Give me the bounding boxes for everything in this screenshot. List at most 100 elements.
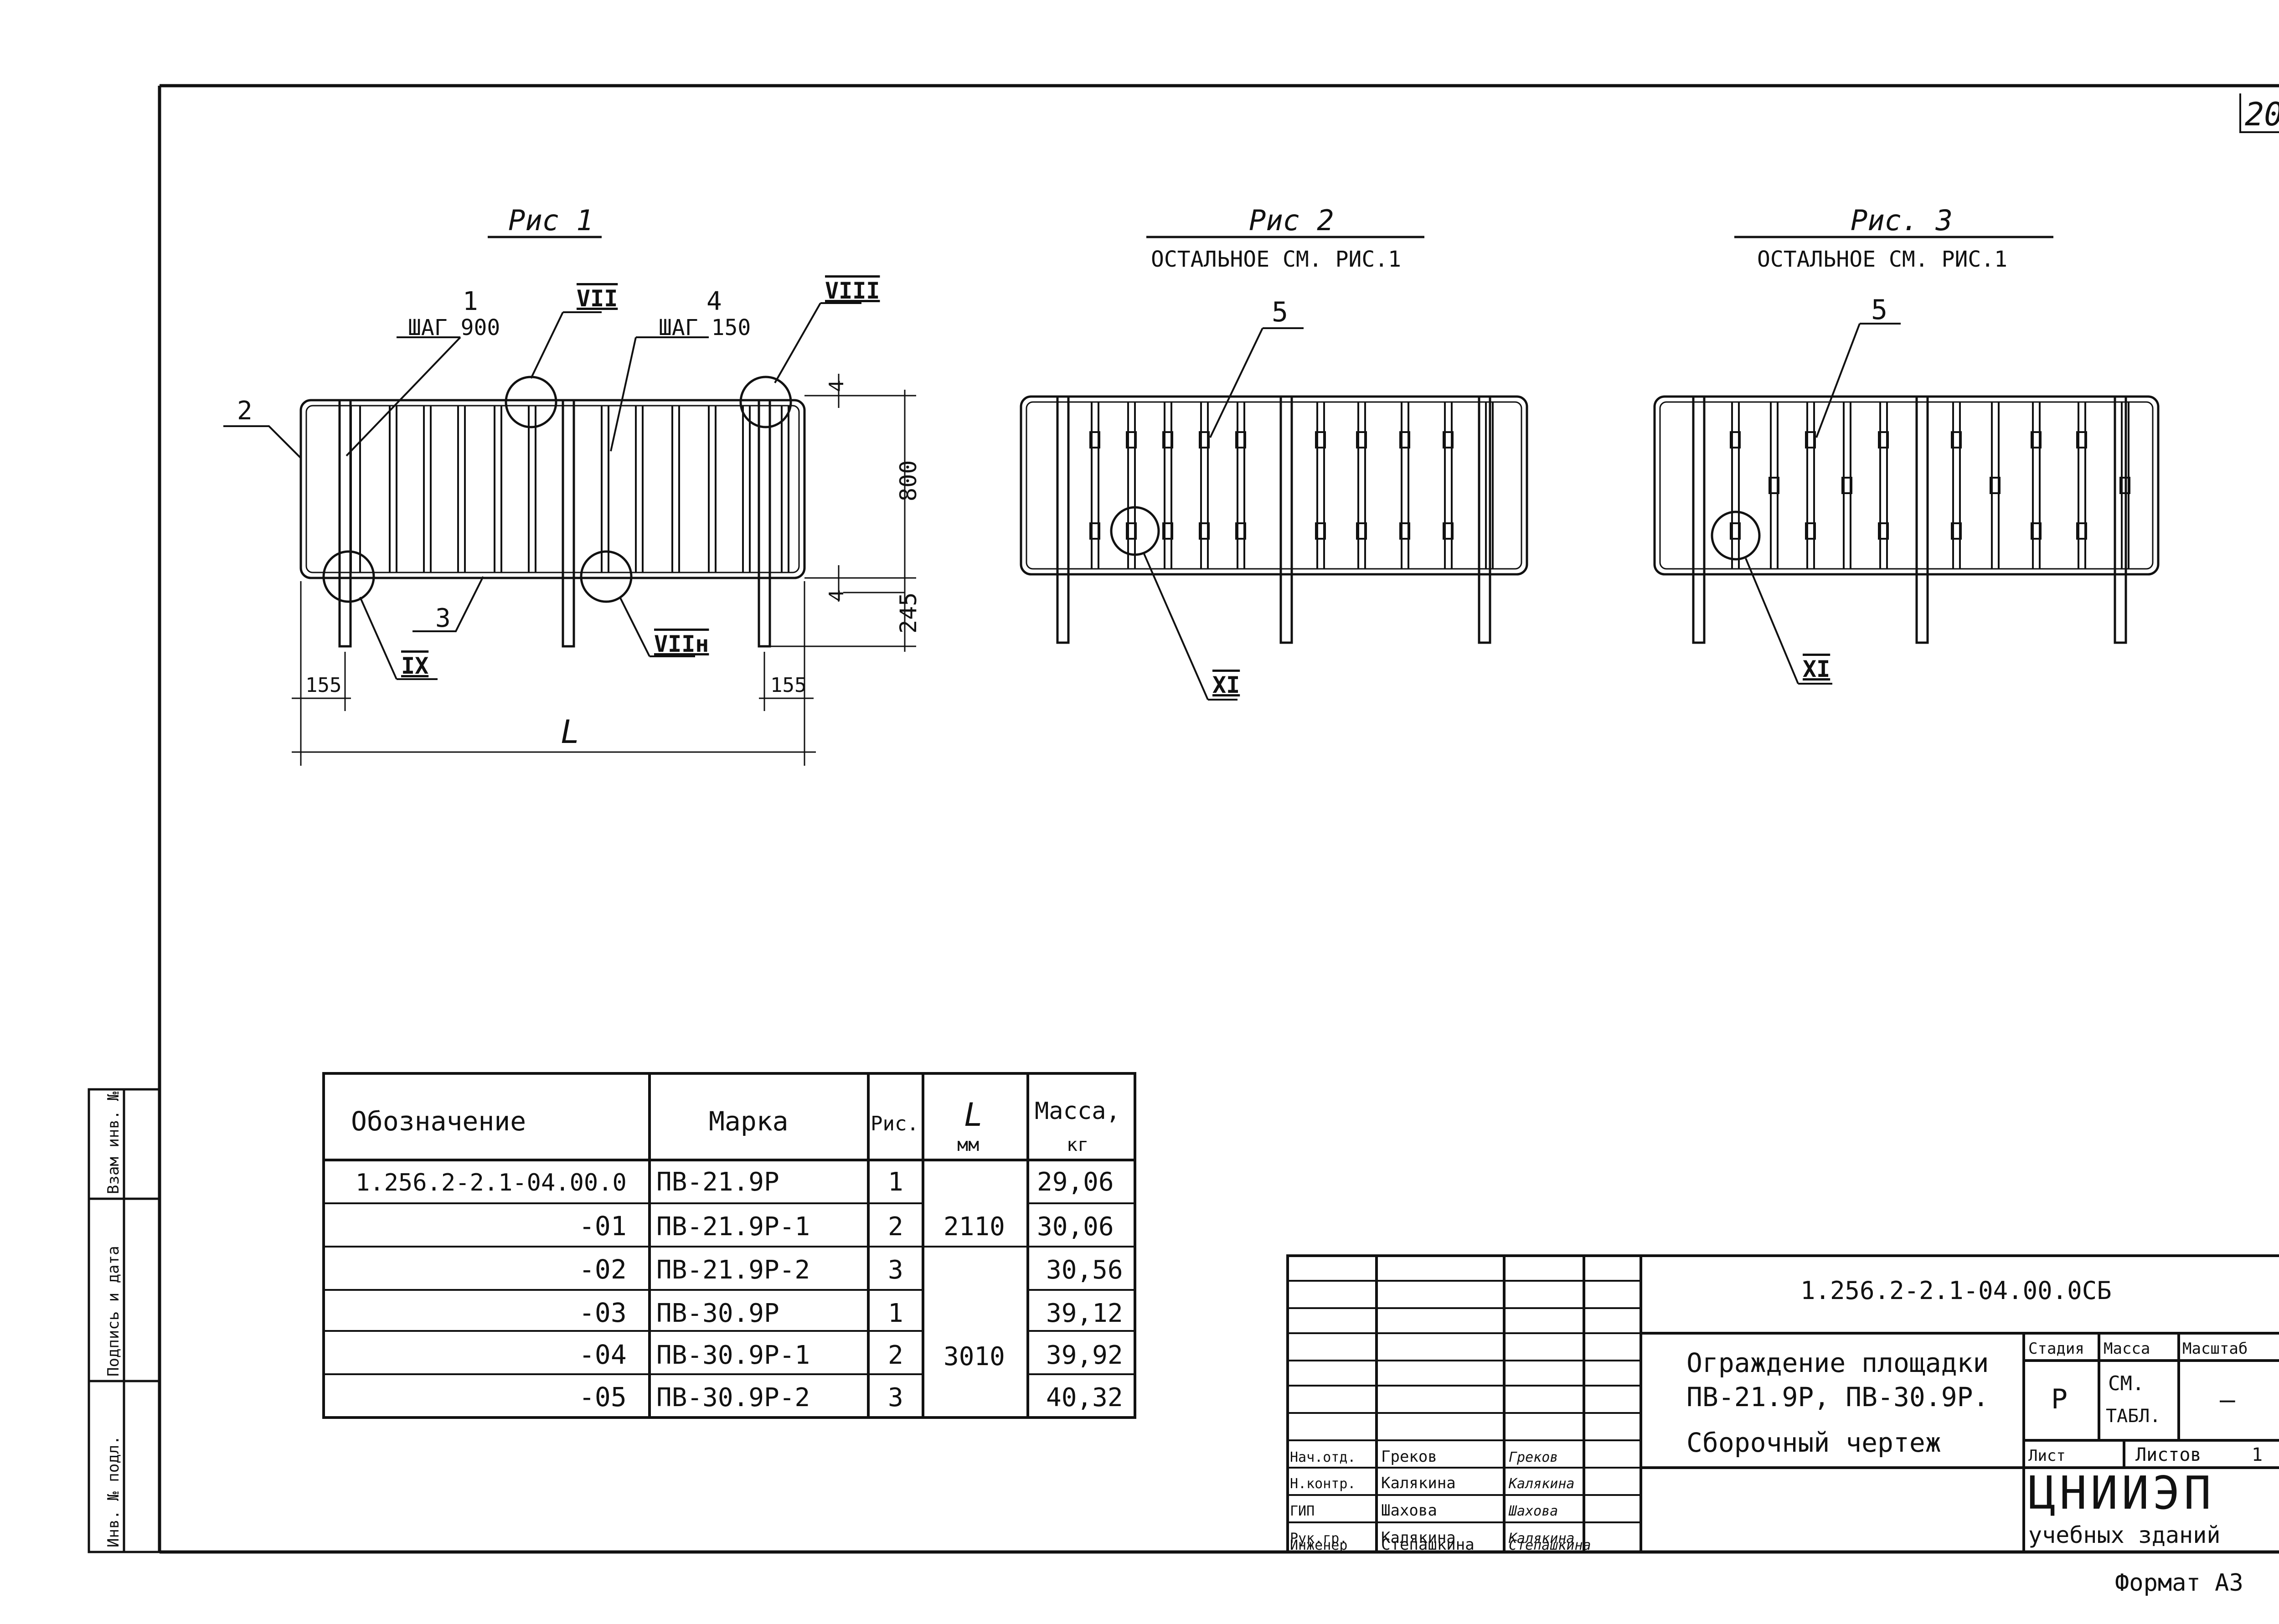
th-mass-unit: кг <box>1067 1134 1088 1155</box>
row4-designation: -04 <box>579 1339 627 1370</box>
row3-mark: ПВ-30.9Р <box>656 1299 779 1328</box>
fig3-subtitle: ОСТАЛЬНОЕ СМ. РИС.1 <box>1757 247 2007 272</box>
th-L: L <box>964 1096 983 1134</box>
row1-fig: 2 <box>888 1212 903 1242</box>
fig1-dim-800: 800 <box>895 460 922 501</box>
fig2-posts <box>1056 395 1491 644</box>
scale-header: Масштаб <box>2182 1340 2248 1358</box>
row4-mass: 39,92 <box>1046 1340 1123 1370</box>
fig1-dim-4a: 4 <box>825 380 848 392</box>
person-sign-0: Греков <box>1509 1449 1558 1465</box>
th-mass: Масса, <box>1035 1098 1120 1125</box>
fig1-dim-155a: 155 <box>305 674 341 697</box>
title-block-people: Нач.отд. Греков Греков Н.контр. Калякина… <box>1290 1448 1591 1554</box>
fig2-balusters <box>1091 402 1494 569</box>
person-sign-4: Степашкина <box>1509 1537 1591 1553</box>
spec-table-rows: 1.256.2-2.1-04.00.0 -01 -02 -03 -04 -05 … <box>356 1167 1123 1413</box>
fig1-balusters <box>350 406 789 572</box>
fig1-dim-4b: 4 <box>825 590 848 602</box>
fig1-posts <box>338 399 771 648</box>
fig1-dim-155b: 155 <box>770 674 806 697</box>
row2-fig: 3 <box>888 1255 903 1285</box>
person-sign-2: Шахова <box>1508 1503 1558 1519</box>
row1-mark: ПВ-21.9Р-1 <box>656 1212 810 1242</box>
org-name: ЦНИИЭП <box>2028 1466 2215 1520</box>
fig3-node11: XI <box>1803 656 1830 682</box>
sheets-count: 1 <box>2252 1444 2263 1465</box>
fig1-pos4: 4 <box>706 287 722 316</box>
person-name-3: Калякина <box>1381 1529 1456 1547</box>
th-fig: Рис. <box>871 1112 919 1135</box>
length-1: 2110 <box>944 1212 1005 1242</box>
person-role-4: Инженер <box>1290 1537 1347 1553</box>
fig1-pos2: 2 <box>237 396 253 426</box>
row0-mark: ПВ-21.9Р <box>656 1167 779 1197</box>
person-role-1: Н.контр. <box>1290 1476 1356 1492</box>
side-stamp-inv: Инв. № подл. <box>104 1435 123 1547</box>
fig2-clamps <box>1089 431 1454 540</box>
fig1-node9: IX <box>401 653 428 679</box>
row4-fig: 2 <box>888 1340 903 1370</box>
row4-mark: ПВ-30.9Р-1 <box>656 1340 810 1370</box>
row1-mass: 30,06 <box>1037 1212 1114 1242</box>
row5-mass: 40,32 <box>1046 1383 1123 1413</box>
row0-designation: 1.256.2-2.1-04.00.0 <box>356 1169 627 1196</box>
doc-code: 1.256.2-2.1-04.00.0СБ <box>1800 1276 2112 1305</box>
th-L-unit: мм <box>957 1134 979 1155</box>
th-mark: Марка <box>709 1106 789 1137</box>
scale-value: — <box>2220 1385 2235 1415</box>
row5-designation: -05 <box>579 1382 627 1413</box>
row3-designation: -03 <box>579 1297 627 1328</box>
fig1-step1: ШАГ 900 <box>408 315 500 340</box>
sheets-label: Листов <box>2135 1444 2202 1465</box>
fig3-clamps <box>1730 431 2130 540</box>
row2-mark: ПВ-21.9Р-2 <box>656 1255 810 1285</box>
fig2-node11: XI <box>1212 672 1240 698</box>
row2-mass: 30,56 <box>1046 1255 1123 1285</box>
doc-title-line1: Ограждение площадки <box>1686 1347 1989 1378</box>
person-name-4: Степашкина <box>1381 1536 1475 1554</box>
row5-fig: 3 <box>888 1383 903 1413</box>
title-block <box>1286 1254 2279 1553</box>
stage-value: Р <box>2051 1383 2068 1415</box>
row2-designation: -02 <box>579 1254 627 1285</box>
row0-fig: 1 <box>888 1167 903 1197</box>
sheet-number: 20 <box>2245 96 2279 133</box>
th-designation: Обозначение <box>351 1106 526 1137</box>
fig1-node7: VII <box>577 285 618 312</box>
fig3-title: Рис. 3 <box>1851 204 1953 237</box>
person-role-3: Рук.гр. <box>1290 1531 1347 1547</box>
fig1-node8: VIII <box>825 278 880 304</box>
mass-value-1: СМ. <box>2108 1372 2144 1395</box>
spec-table-headers: Обозначение Марка Рис. L мм Масса, кг <box>351 1096 1120 1155</box>
row3-fig: 1 <box>888 1299 903 1328</box>
person-name-1: Калякина <box>1381 1474 1456 1492</box>
length-2: 3010 <box>944 1342 1005 1371</box>
person-sign-3: Калякина <box>1508 1531 1575 1547</box>
row0-mass: 29,06 <box>1037 1167 1114 1197</box>
figure-2 <box>1020 236 1528 701</box>
doc-title-line3: Сборочный чертеж <box>1686 1427 1941 1458</box>
side-stamp-sign: Подпись и дата <box>104 1246 123 1377</box>
fig1-pos3: 3 <box>435 603 451 633</box>
person-role-0: Нач.отд. <box>1290 1449 1356 1465</box>
row5-mark: ПВ-30.9Р-2 <box>656 1383 810 1413</box>
fig1-node7n: VIIн <box>654 631 709 657</box>
fig2-title: Рис 2 <box>1249 204 1334 237</box>
person-name-0: Греков <box>1381 1448 1437 1466</box>
fig2-subtitle: ОСТАЛЬНОЕ СМ. РИС.1 <box>1151 247 1401 272</box>
sheet-label: Лист <box>2028 1447 2066 1465</box>
fig1-pos1: 1 <box>463 287 478 316</box>
format-label: Формат А3 <box>2115 1569 2243 1597</box>
figure-3 <box>1653 236 2160 685</box>
fig3-balusters <box>1731 402 2129 569</box>
stage-header: Стадия <box>2028 1340 2084 1358</box>
fig1-step4: ШАГ 150 <box>659 315 751 340</box>
fig1-dim-245: 245 <box>895 593 922 634</box>
mass-header: Масса <box>2104 1340 2150 1358</box>
spec-table <box>322 1072 1136 1419</box>
fig3-posts <box>1692 395 2127 644</box>
person-name-2: Шахова <box>1381 1501 1437 1520</box>
fig1-dim-L: L <box>561 713 580 751</box>
